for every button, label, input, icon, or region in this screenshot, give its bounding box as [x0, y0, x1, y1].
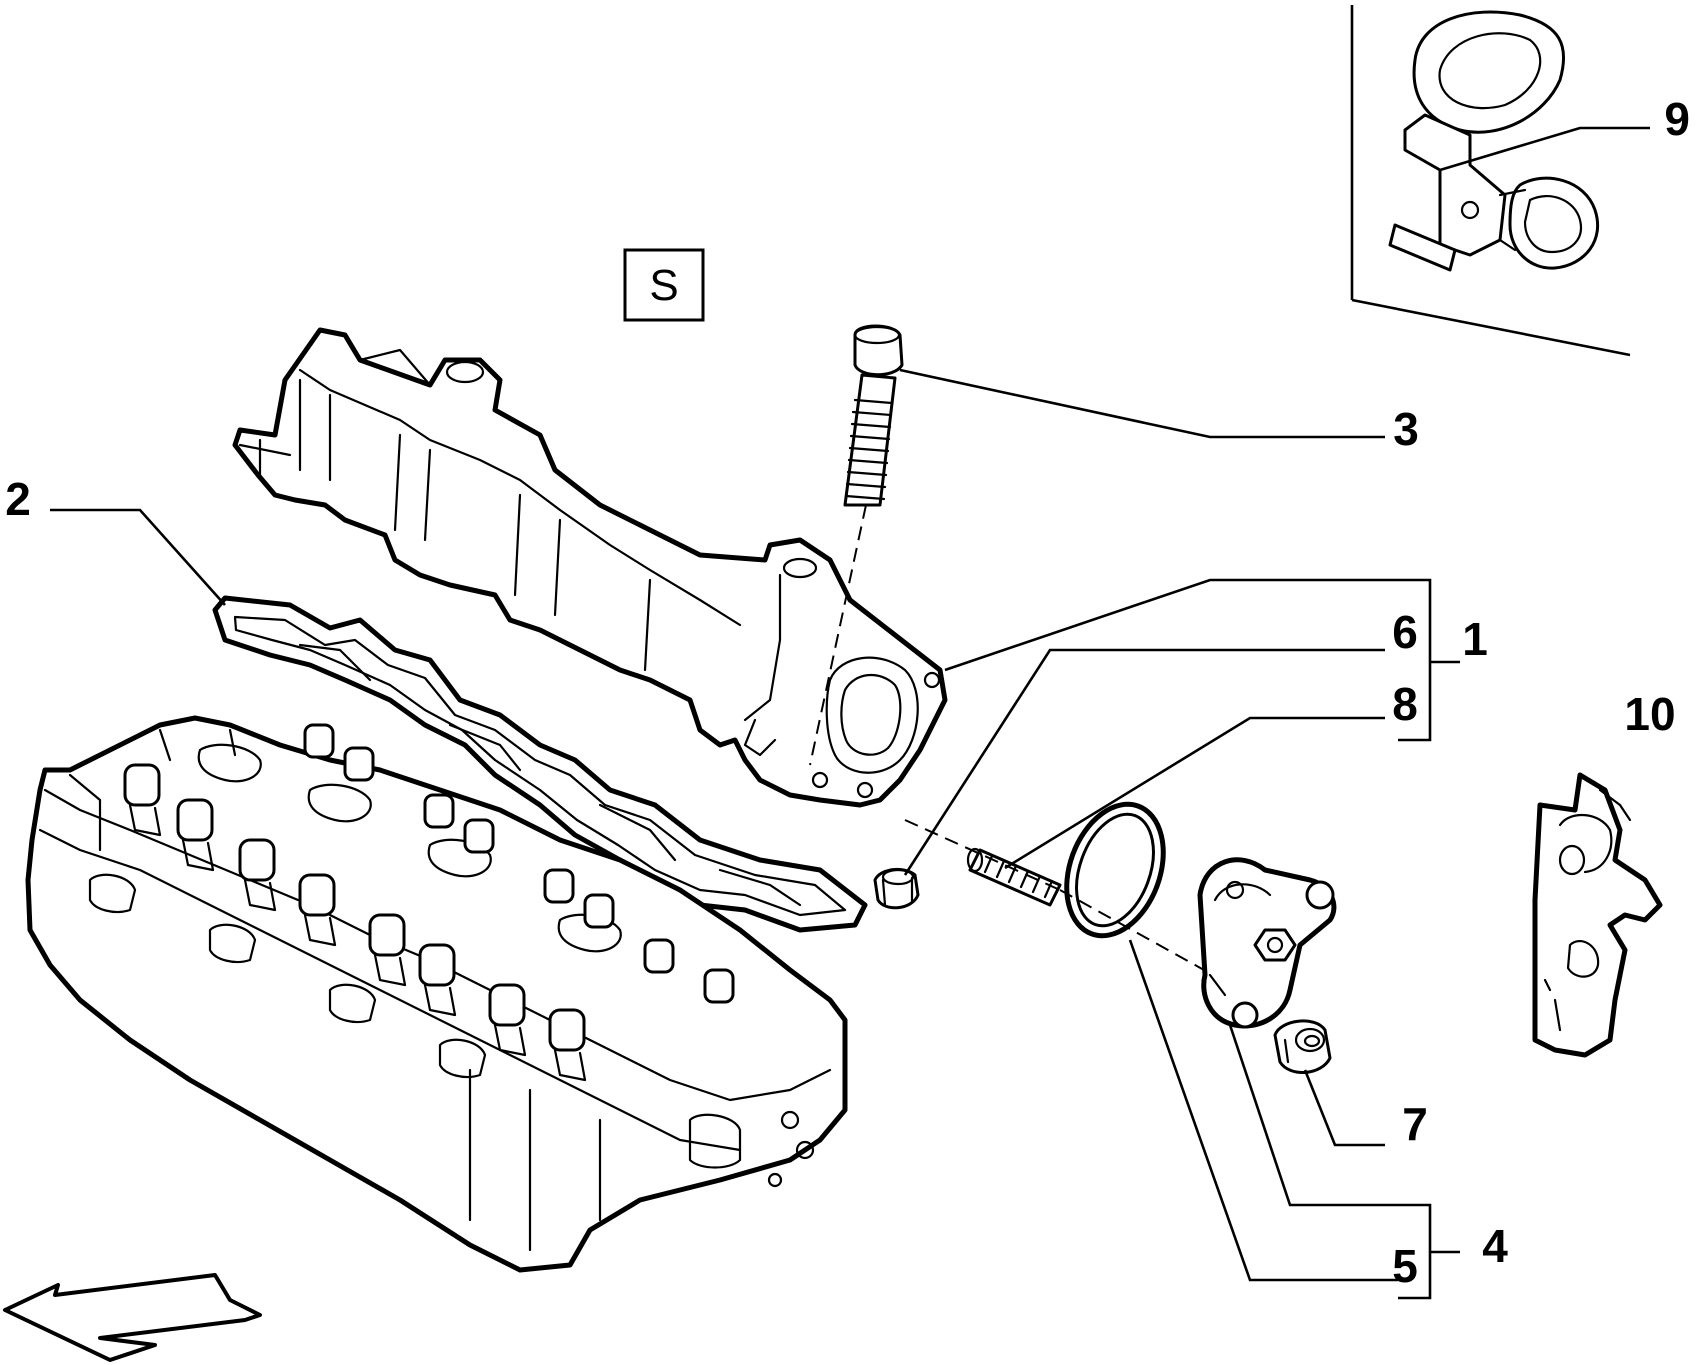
leader-lines	[50, 126, 1650, 1300]
callout-6: 6	[1392, 606, 1418, 658]
callout-8: 8	[1392, 678, 1418, 730]
inset-frame	[1350, 5, 1631, 357]
stud-part	[966, 847, 1062, 907]
o-ring-part	[1064, 801, 1166, 939]
callout-10: 10	[1624, 688, 1675, 740]
sensor-bracket-part	[1388, 10, 1600, 272]
cover-bolt-part	[809, 324, 904, 766]
callout-5: 5	[1392, 1240, 1418, 1292]
callout-4: 4	[1482, 1220, 1508, 1272]
cam-cover-housing-part	[232, 327, 948, 808]
camshaft-sensor-part	[1197, 857, 1337, 1029]
callout-1: 1	[1462, 613, 1488, 665]
callout-3: 3	[1393, 403, 1419, 455]
callout-7: 7	[1402, 1098, 1428, 1150]
callout-9: 9	[1664, 93, 1690, 145]
sleeve-part	[1273, 1019, 1332, 1075]
section-s-box: S	[623, 248, 705, 322]
section-label: S	[649, 261, 678, 310]
valve-springs	[123, 723, 735, 1082]
callout-numbers: 1 2 3 4 5 6 7 8 9 10	[5, 93, 1690, 1292]
bracket-part	[1532, 772, 1663, 1058]
callout-2: 2	[5, 473, 31, 525]
plug-part	[873, 867, 920, 910]
cylinder-head-part	[25, 715, 848, 1273]
cover-gasket-part	[212, 595, 868, 933]
direction-arrow-icon	[3, 1273, 262, 1362]
